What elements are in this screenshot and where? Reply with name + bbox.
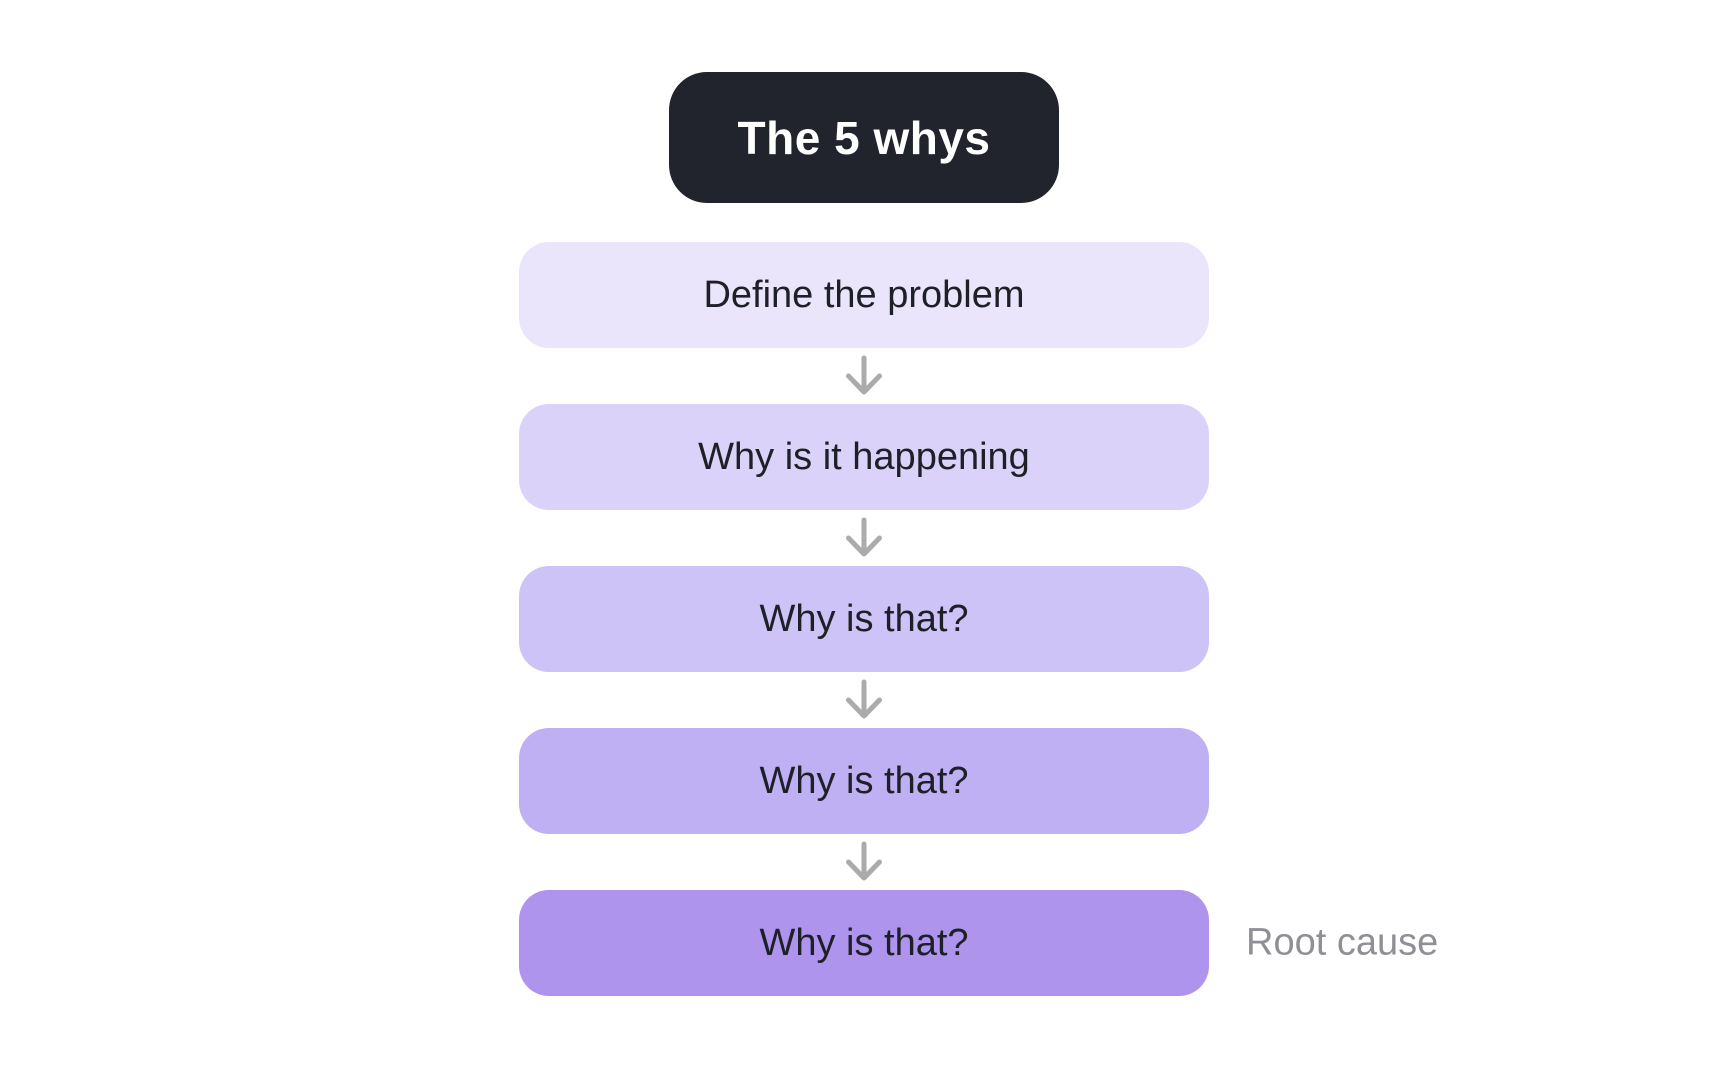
step-why-happening: Why is it happening	[519, 404, 1209, 510]
arrow-connector	[844, 834, 884, 890]
down-arrow-icon	[846, 841, 882, 881]
step-why-2: Why is that?	[519, 728, 1209, 834]
diagram-title: The 5 whys	[669, 72, 1059, 203]
arrow-connector	[844, 510, 884, 566]
step-why-3-root: Why is that?	[519, 890, 1209, 996]
down-arrow-icon	[846, 517, 882, 557]
arrow-connector	[844, 672, 884, 728]
flowchart: The 5 whys Define the problem Why is it …	[519, 72, 1438, 996]
down-arrow-icon	[846, 355, 882, 395]
step-why-1: Why is that?	[519, 566, 1209, 672]
arrow-connector	[844, 348, 884, 404]
root-cause-label: Root cause	[1246, 921, 1439, 964]
step-define-problem: Define the problem	[519, 242, 1209, 348]
root-cause-row: Why is that? Root cause	[519, 890, 1438, 996]
down-arrow-icon	[846, 679, 882, 719]
